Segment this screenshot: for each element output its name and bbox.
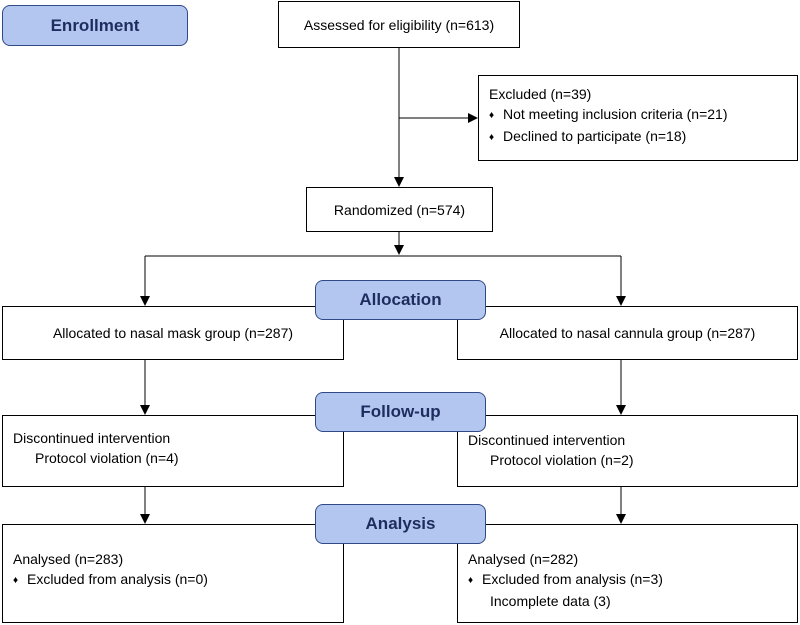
- stage-followup: Follow-up: [315, 392, 486, 432]
- bullet-diamond-icon: ♦: [468, 575, 474, 586]
- right-followup-title: Discontinued intervention: [468, 432, 626, 448]
- stage-analysis: Analysis: [315, 504, 486, 544]
- right-analysis-box: Analysed (n=282) ♦ Excluded from analysis…: [457, 524, 798, 623]
- left-analysed-title: Analysed (n=283): [13, 551, 124, 567]
- left-followup-detail: Protocol violation (n=4): [35, 450, 179, 466]
- right-analysis-item-label: Excluded from analysis (n=3): [482, 571, 663, 587]
- right-analysis-detail: Incomplete data (3): [490, 593, 611, 609]
- stage-allocation: Allocation: [315, 280, 486, 320]
- right-allocated-box: Allocated to nasal cannula group (n=287): [457, 306, 798, 360]
- excluded-item: ♦ Declined to participate (n=18): [489, 126, 789, 148]
- right-analysed-title: Analysed (n=282): [468, 551, 579, 567]
- excluded-title: Excluded (n=39): [489, 86, 592, 102]
- right-analysis-item: ♦ Excluded from analysis (n=3): [468, 569, 789, 591]
- left-followup-box: Discontinued intervention Protocol viola…: [2, 415, 344, 487]
- left-analysis-box: Analysed (n=283) ♦ Excluded from analysis…: [2, 524, 344, 623]
- randomized-box: Randomized (n=574): [306, 187, 493, 232]
- excluded-item-label: Declined to participate (n=18): [503, 128, 687, 144]
- excluded-item: ♦ Not meeting inclusion criteria (n=21): [489, 104, 789, 126]
- bullet-diamond-icon: ♦: [489, 110, 495, 121]
- right-followup-detail: Protocol violation (n=2): [490, 452, 634, 468]
- left-analysis-item: ♦ Excluded from analysis (n=0): [13, 569, 335, 591]
- right-followup-box: Discontinued intervention Protocol viola…: [457, 415, 798, 487]
- bullet-diamond-icon: ♦: [489, 132, 495, 143]
- assessed-box: Assessed for eligibility (n=613): [278, 1, 520, 48]
- excluded-box: Excluded (n=39) ♦ Not meeting inclusion c…: [478, 75, 798, 161]
- excluded-item-label: Not meeting inclusion criteria (n=21): [503, 106, 728, 122]
- stage-enrollment: Enrollment: [2, 5, 188, 46]
- left-analysis-item-label: Excluded from analysis (n=0): [27, 571, 208, 587]
- bullet-diamond-icon: ♦: [13, 575, 19, 586]
- left-followup-title: Discontinued intervention: [13, 430, 171, 446]
- left-allocated-box: Allocated to nasal mask group (n=287): [2, 306, 344, 360]
